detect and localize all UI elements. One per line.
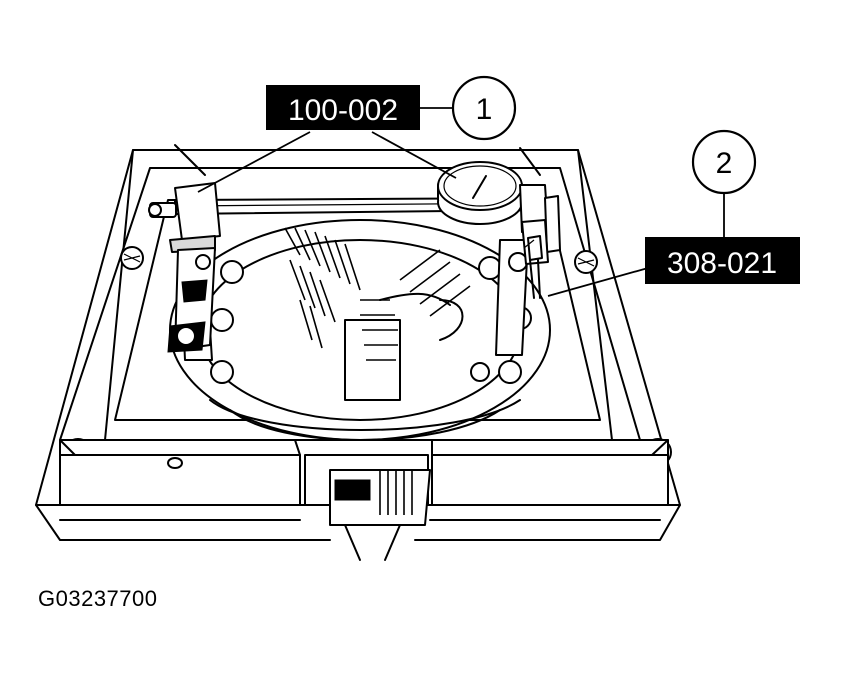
callout-2: 2 (691, 129, 757, 195)
tool-label-100-002: 100-002 (266, 85, 420, 130)
tool-label-308-021: 308-021 (645, 237, 800, 284)
ring-gear-assembly (169, 219, 551, 441)
adapter-plates (59, 439, 669, 561)
callout-1: 1 (451, 75, 517, 141)
callout-number: 1 (476, 93, 493, 126)
tool-number-text: 308-021 (667, 247, 777, 280)
dial-indicator-fixture (148, 161, 561, 353)
figure-id: G03237700 (38, 586, 158, 611)
callout-number: 2 (716, 147, 733, 180)
tool-number-text: 100-002 (288, 94, 398, 127)
